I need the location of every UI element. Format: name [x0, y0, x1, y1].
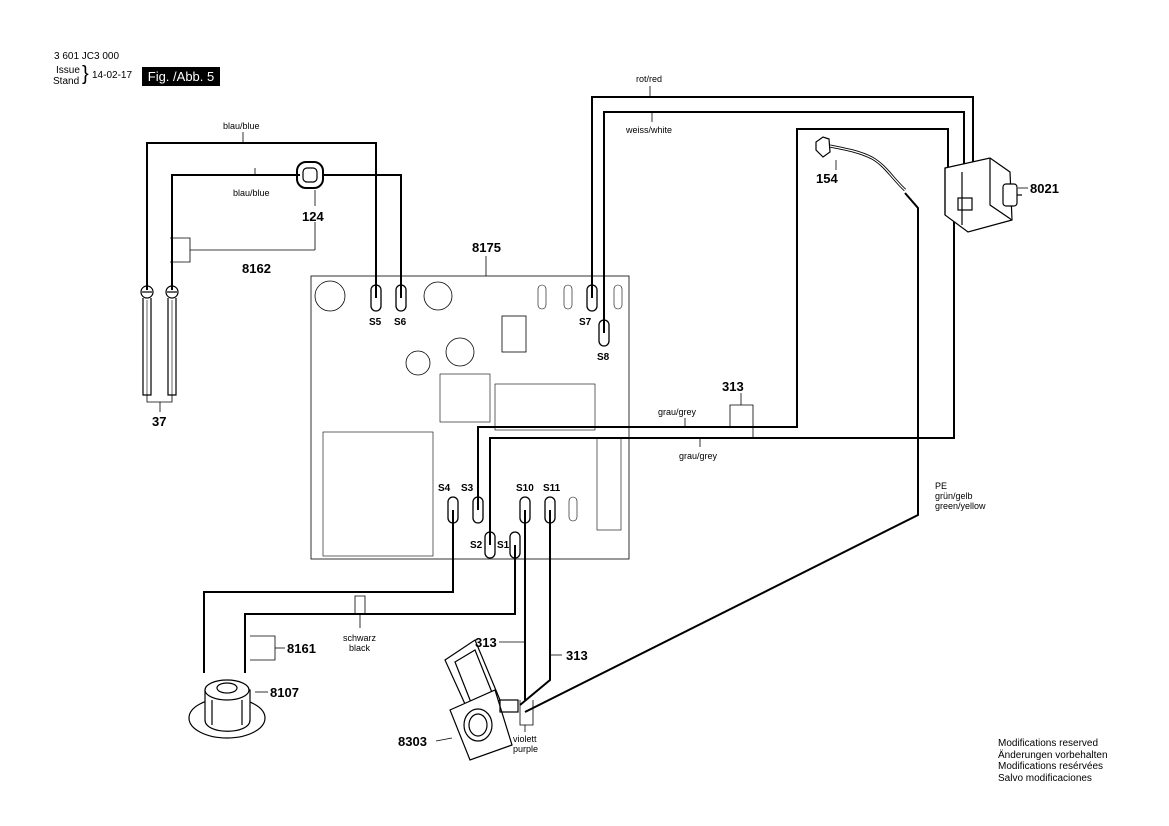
- label-pe: PE: [935, 481, 947, 491]
- modification-line: Änderungen vorbehalten: [998, 749, 1108, 761]
- label-8161: 8161: [287, 641, 316, 656]
- leader-lines: [146, 86, 1028, 742]
- stand-label: Stand: [53, 76, 80, 87]
- label-s7: S7: [579, 317, 592, 328]
- label-8021: 8021: [1030, 181, 1059, 196]
- figure-label: Fig. /Abb. 5: [142, 67, 220, 86]
- label-s10: S10: [516, 483, 534, 494]
- label-124: 124: [302, 209, 324, 224]
- wire-grey-a: [477, 128, 949, 510]
- label-154: 154: [816, 171, 838, 186]
- label-8175: 8175: [472, 240, 501, 255]
- socket-8303: [444, 639, 519, 761]
- label-8107: 8107: [270, 685, 299, 700]
- control-board: [310, 275, 630, 560]
- label-s1: S1: [497, 540, 510, 551]
- wire-grey-b: [489, 200, 955, 545]
- clip-124: [296, 161, 324, 189]
- modification-line: Salvo modificaciones: [998, 772, 1092, 784]
- label-grau-bottom: grau/grey: [679, 451, 718, 461]
- label-weiss: weiss/white: [625, 125, 672, 135]
- wire-black-s1: [244, 545, 516, 673]
- label-37: 37: [152, 414, 166, 429]
- label-blau-inner: blau/blue: [233, 188, 270, 198]
- modification-line: Modifications reserved: [998, 738, 1099, 749]
- label-313-right: 313: [566, 648, 588, 663]
- label-rot: rot/red: [636, 74, 662, 84]
- label-green-yellow: green/yellow: [935, 501, 986, 511]
- motor-8107: [188, 679, 266, 739]
- label-black: black: [349, 643, 371, 653]
- label-grau-top: grau/grey: [658, 407, 697, 417]
- label-purple: purple: [513, 744, 538, 754]
- modifications-note: Modifications reserved Änderungen vorbeh…: [998, 738, 1108, 784]
- modification-line: Modifications resérvées: [998, 761, 1104, 772]
- label-schwarz: schwarz: [343, 633, 377, 643]
- wire-blue-inner: [171, 174, 300, 290]
- part-numbers: 8175 124 8162 37 154 8021 313 313 313 81…: [152, 171, 1059, 749]
- label-blau-top: blau/blue: [223, 121, 260, 131]
- label-s8: S8: [597, 352, 610, 363]
- label-313-left: 313: [475, 635, 497, 650]
- wire-pe: [524, 192, 919, 713]
- label-s2: S2: [470, 540, 483, 551]
- issue-date: 14-02-17: [92, 70, 133, 81]
- label-313-top: 313: [722, 379, 744, 394]
- label-s11: S11: [543, 483, 561, 494]
- label-s5: S5: [369, 317, 382, 328]
- label-8303: 8303: [398, 734, 427, 749]
- label-s6: S6: [394, 317, 407, 328]
- wire-color-labels: blau/blue blau/blue rot/red weiss/white …: [223, 74, 986, 754]
- wire-white: [603, 111, 965, 333]
- label-gruen-gelb: grün/gelb: [935, 491, 973, 501]
- switch-8021: [944, 157, 1022, 233]
- label-s4: S4: [438, 483, 451, 494]
- wire-blue-s6: [324, 174, 402, 298]
- wire-black-s4: [203, 510, 454, 673]
- terminal-labels: S5 S6 S7 S8 S4 S3 S10 S11 S2 S1: [369, 317, 610, 551]
- wire-red: [591, 96, 974, 298]
- pins-37: [140, 285, 179, 396]
- brace: }: [82, 63, 89, 85]
- label-s3: S3: [461, 483, 474, 494]
- document-number: 3 601 JC3 000: [54, 51, 120, 62]
- wire-purple-s11: [519, 510, 551, 706]
- wires: [146, 96, 974, 713]
- label-violett: violett: [513, 734, 537, 744]
- sensor-154: [815, 136, 907, 192]
- issue-label: Issue: [56, 65, 80, 76]
- label-8162: 8162: [242, 261, 271, 276]
- wire-blue-outer: [146, 142, 377, 298]
